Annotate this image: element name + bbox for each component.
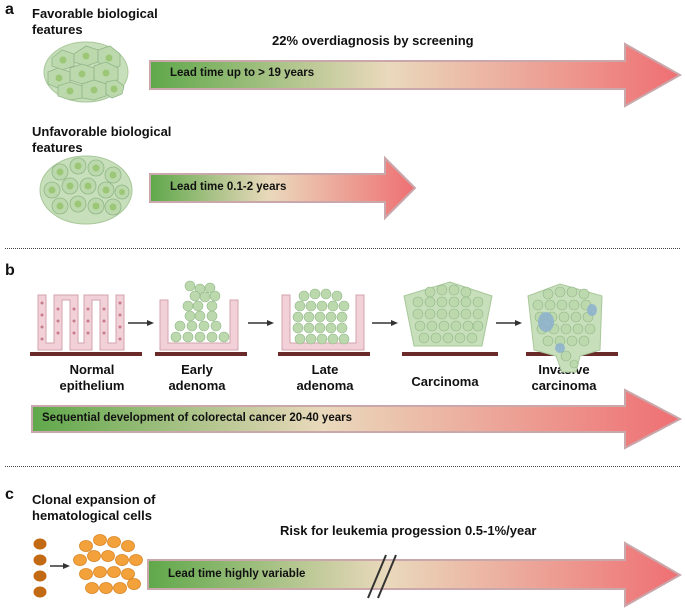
unfavorable-cell-cluster-icon <box>39 155 133 225</box>
leukemia-risk-label: Risk for leukemia progession 0.5-1%/year <box>280 523 537 538</box>
colorectal-development-label: Sequential development of colorectal can… <box>42 412 352 424</box>
unfavorable-features-label: Unfavorable biological features <box>32 124 172 155</box>
stage-label-late-adenoma: Late adenoma <box>296 362 354 393</box>
normal-epithelium-illustration <box>30 294 142 356</box>
early-adenoma-illustration <box>155 280 247 356</box>
separator-ab <box>5 248 680 249</box>
late-adenoma-illustration <box>278 288 370 356</box>
invasive-carcinoma-illustration <box>526 283 618 373</box>
colorectal-development-arrow <box>31 388 683 450</box>
overdiagnosis-label: 22% overdiagnosis by screening <box>272 33 474 48</box>
favorable-cell-cluster-icon <box>43 41 129 103</box>
axis-break-icon <box>367 554 397 599</box>
panel-c-letter: c <box>5 486 14 503</box>
panel-a-letter: a <box>5 1 14 18</box>
lead-time-variable-arrow <box>147 541 683 608</box>
clonal-expansion-label: Clonal expansion of hematological cells <box>32 492 156 523</box>
lead-time-long-arrow <box>149 42 683 108</box>
stage-label-normal-epithelium: Normal epithelium <box>59 362 125 393</box>
carcinoma-illustration <box>402 281 498 356</box>
hematological-cells-illustration <box>33 534 143 598</box>
separator-bc <box>5 466 680 467</box>
lead-time-long-label: Lead time up to > 19 years <box>170 67 315 79</box>
lead-time-variable-label: Lead time highly variable <box>168 568 306 580</box>
lead-time-short-label: Lead time 0.1-2 years <box>170 181 287 193</box>
stage-label-early-adenoma: Early adenoma <box>168 362 226 393</box>
favorable-features-label: Favorable biological features <box>32 6 158 37</box>
lead-time-short-arrow <box>149 155 417 221</box>
stage-label-carcinoma: Carcinoma <box>411 374 479 389</box>
panel-b-letter: b <box>5 262 15 279</box>
